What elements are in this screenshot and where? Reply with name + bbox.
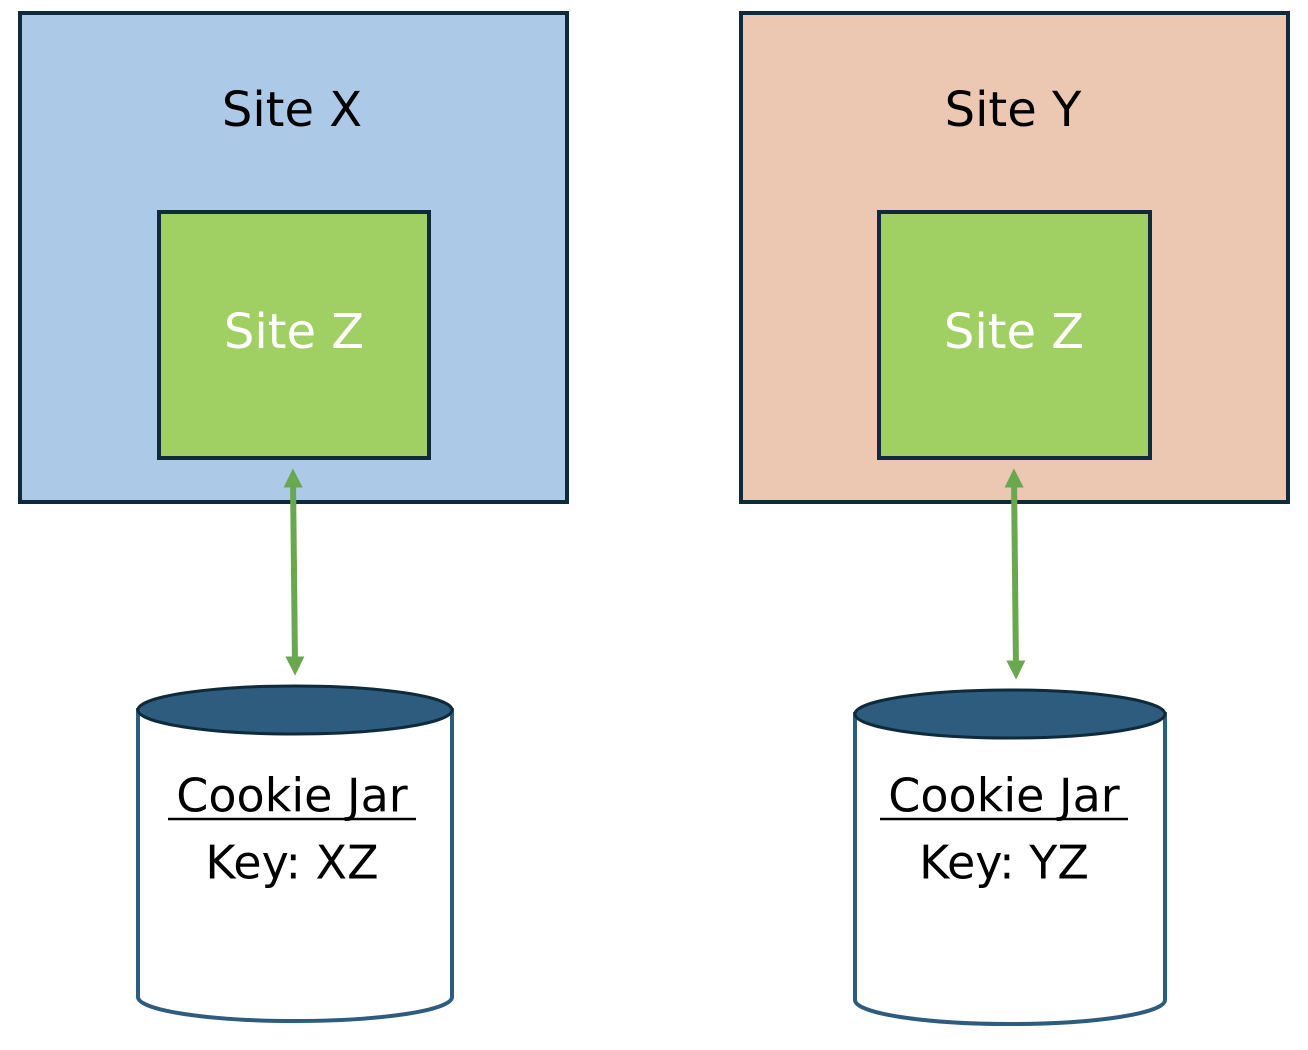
cookie-jar-right-key: Key: YZ [919,836,1089,890]
cookie-jar-left-lid [136,684,454,736]
right-group: Site Y Site Z Cookie Jar Key: YZ [739,11,1290,1026]
cookie-jar-left-body [136,708,454,1023]
site-z-label-right: Site Z [944,304,1084,360]
site-z-label-left: Site Z [224,304,364,360]
left-group: Site X Site Z Cookie Jar Key: XZ [18,11,569,1023]
cookie-jar-right-body [853,712,1167,1026]
arrow-left [283,468,305,676]
arrow-right [1004,468,1026,680]
site-z-box-right [877,210,1152,460]
cookie-jar-left: Cookie Jar Key: XZ [136,684,454,1023]
cookie-jar-right-title: Cookie Jar [888,769,1120,823]
site-z-box-left [157,210,431,460]
cookie-jar-left-key: Key: XZ [205,836,378,890]
cookie-jar-right-lid [853,688,1167,740]
site-x-label: Site X [222,82,362,138]
site-y-label: Site Y [945,82,1082,138]
cookie-jar-left-title: Cookie Jar [176,769,408,823]
cookie-jar-right: Cookie Jar Key: YZ [853,688,1167,1026]
